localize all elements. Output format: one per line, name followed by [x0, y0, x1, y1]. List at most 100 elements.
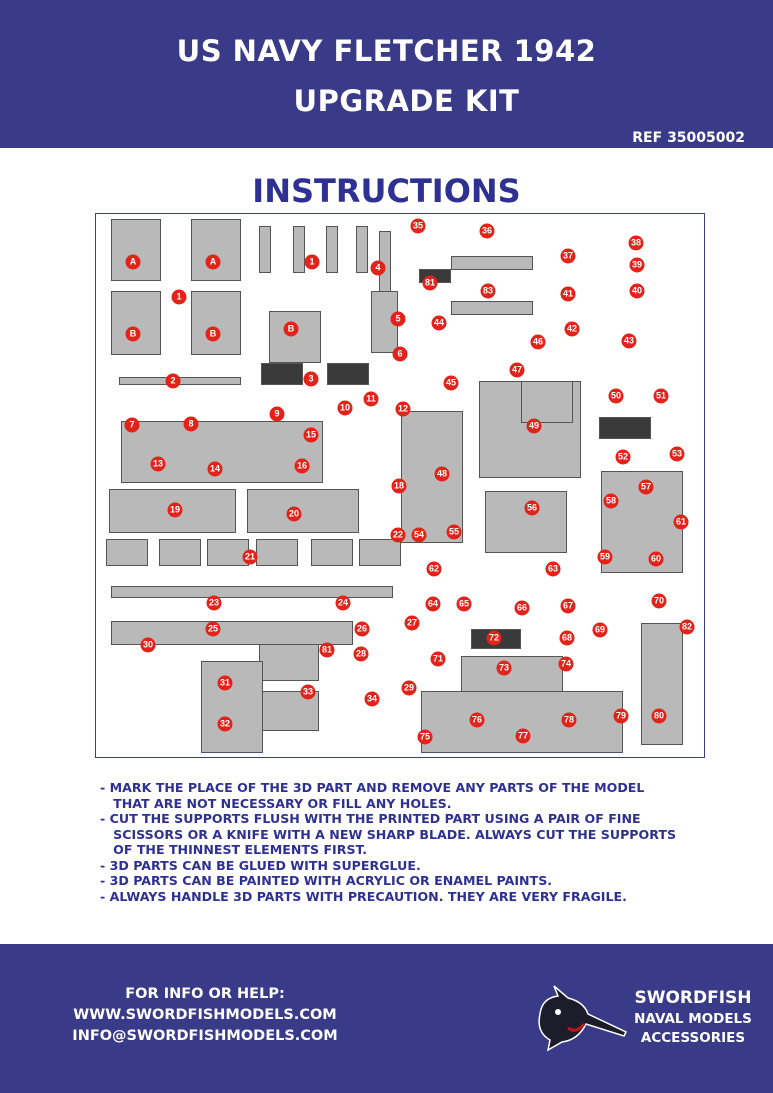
part-number-badge: 72: [486, 630, 502, 646]
part-number-badge: 18: [391, 478, 407, 494]
part-number-badge: 52: [615, 449, 631, 465]
part-number-badge: B: [205, 326, 221, 342]
website-link[interactable]: WWW.SWORDFISHMODELS.COM: [73, 1007, 337, 1023]
model-part-illustration: [326, 226, 338, 273]
email-link[interactable]: INFO@SWORDFISHMODELS.COM: [72, 1028, 338, 1044]
brand-line: NAVAL MODELS: [634, 1011, 752, 1027]
model-part-illustration: [121, 421, 323, 483]
part-number-badge: A: [205, 254, 221, 270]
brand-line: ACCESSORIES: [640, 1030, 746, 1046]
model-part-illustration: [191, 291, 241, 355]
part-number-badge: 46: [530, 334, 546, 350]
model-part-illustration: [159, 539, 201, 566]
note-line: THAT ARE NOT NECESSARY OR FILL ANY HOLES…: [100, 795, 452, 811]
part-number-badge: 5: [390, 311, 406, 327]
part-number-badge: 54: [411, 527, 427, 543]
model-part-illustration: [256, 539, 298, 566]
kit-subtitle: UPGRADE KIT: [293, 84, 520, 118]
part-number-badge: 81: [422, 275, 438, 291]
part-number-badge: 53: [669, 446, 685, 462]
part-number-badge: 26: [354, 621, 370, 637]
part-number-badge: 35: [410, 218, 426, 234]
model-part-illustration: [359, 539, 401, 566]
part-number-badge: 27: [404, 615, 420, 631]
part-number-badge: 10: [337, 400, 353, 416]
brand-name: SWORDFISH NAVAL MODELS ACCESSORIES: [628, 988, 758, 1046]
part-number-badge: 7: [124, 417, 140, 433]
part-number-badge: 71: [430, 651, 446, 667]
part-number-badge: 33: [300, 684, 316, 700]
model-part-illustration: [106, 539, 148, 566]
part-number-badge: 75: [417, 729, 433, 745]
part-number-badge: 79: [613, 708, 629, 724]
model-part-illustration: [311, 539, 353, 566]
model-part-illustration: [421, 691, 623, 753]
part-number-badge: 14: [207, 461, 223, 477]
part-number-badge: 49: [526, 418, 542, 434]
model-part-illustration: [259, 226, 271, 273]
part-number-badge: 61: [673, 514, 689, 530]
part-number-badge: 42: [564, 321, 580, 337]
part-number-badge: 31: [217, 675, 233, 691]
part-number-badge: 47: [509, 362, 525, 378]
contact-heading: FOR INFO OR HELP:: [125, 986, 285, 1002]
part-number-badge: 55: [446, 524, 462, 540]
part-number-badge: 74: [558, 656, 574, 672]
model-part-illustration: [451, 256, 533, 270]
part-number-badge: 32: [217, 716, 233, 732]
part-number-badge: 80: [651, 708, 667, 724]
part-number-badge: 78: [561, 712, 577, 728]
model-part-illustration: [521, 381, 573, 423]
model-part-illustration: [293, 226, 305, 273]
part-number-badge: 44: [431, 315, 447, 331]
part-number-badge: 34: [364, 691, 380, 707]
footer-banner: FOR INFO OR HELP: WWW.SWORDFISHMODELS.CO…: [0, 944, 773, 1093]
part-number-badge: 58: [603, 493, 619, 509]
part-number-badge: 68: [559, 630, 575, 646]
part-number-badge: 16: [294, 458, 310, 474]
part-number-badge: 59: [597, 549, 613, 565]
brand-title: SWORDFISH: [634, 988, 752, 1008]
part-number-badge: 48: [434, 466, 450, 482]
note-line: - CUT THE SUPPORTS FLUSH WITH THE PRINTE…: [100, 811, 641, 826]
part-number-badge: 45: [443, 375, 459, 391]
part-number-badge: 51: [653, 388, 669, 404]
part-number-badge: 82: [679, 619, 695, 635]
model-part-illustration: [356, 226, 368, 273]
part-number-badge: A: [125, 254, 141, 270]
part-number-badge: 56: [524, 500, 540, 516]
part-number-badge: 36: [479, 223, 495, 239]
part-number-badge: B: [125, 326, 141, 342]
model-part-illustration: [201, 661, 263, 753]
header-banner: US NAVY FLETCHER 1942 UPGRADE KIT REF 35…: [0, 0, 773, 148]
part-number-badge: 3: [303, 371, 319, 387]
note-line: OF THE THINNEST ELEMENTS FIRST.: [100, 842, 367, 857]
part-number-badge: 19: [167, 502, 183, 518]
part-number-badge: 1: [304, 254, 320, 270]
part-number-badge: 77: [515, 728, 531, 744]
model-part-illustration: [261, 363, 303, 385]
part-number-badge: 30: [140, 637, 156, 653]
part-number-badge: 11: [363, 391, 379, 407]
part-number-badge: 66: [514, 600, 530, 616]
part-number-badge: 67: [560, 598, 576, 614]
model-part-illustration: [327, 363, 369, 385]
part-number-badge: 63: [545, 561, 561, 577]
part-number-badge: 25: [205, 621, 221, 637]
note-line: - MARK THE PLACE OF THE 3D PART AND REMO…: [100, 780, 645, 795]
part-number-badge: 1: [171, 289, 187, 305]
part-number-badge: 37: [560, 248, 576, 264]
model-part-illustration: [207, 539, 249, 566]
part-number-badge: 21: [242, 549, 258, 565]
model-part-illustration: [247, 489, 359, 533]
part-number-badge: 64: [425, 596, 441, 612]
part-number-badge: 23: [206, 595, 222, 611]
part-number-badge: 73: [496, 660, 512, 676]
part-number-badge: 13: [150, 456, 166, 472]
part-number-badge: 6: [392, 346, 408, 362]
model-part-illustration: [485, 491, 567, 553]
instruction-notes: - MARK THE PLACE OF THE 3D PART AND REMO…: [100, 780, 676, 904]
section-title: INSTRUCTIONS: [252, 172, 521, 210]
part-number-badge: 50: [608, 388, 624, 404]
